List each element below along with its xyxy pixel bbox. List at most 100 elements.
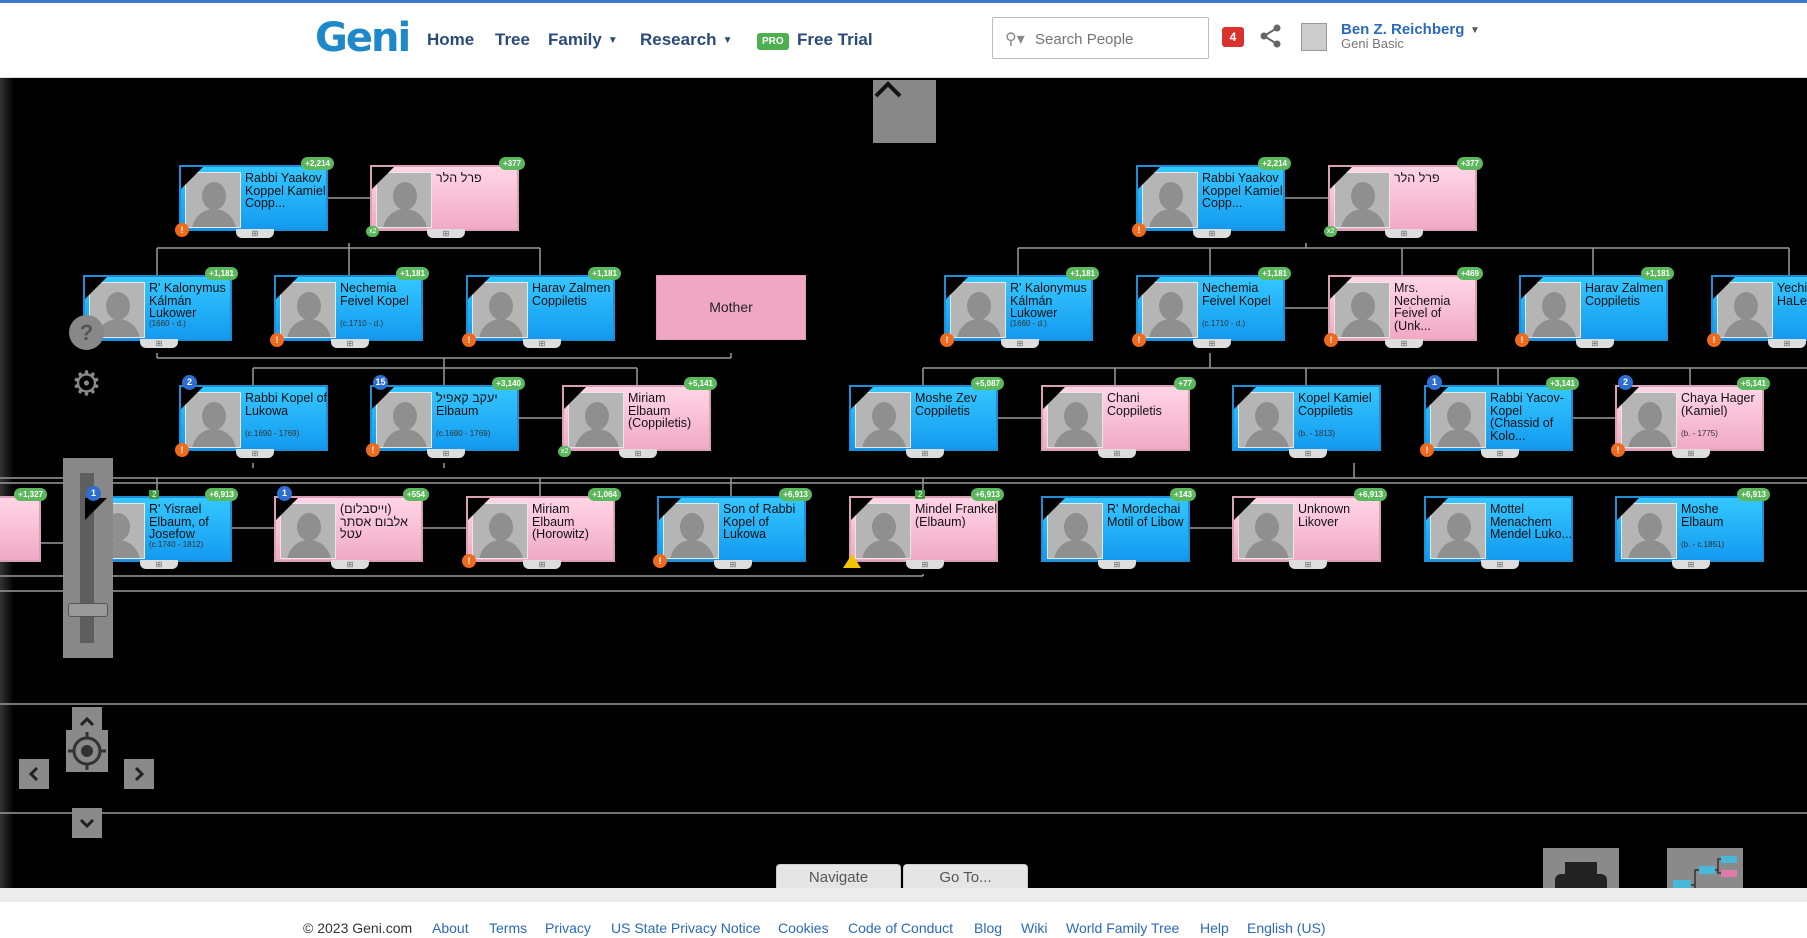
- person-card[interactable]: פרל הלר+377⊞x2: [1324, 157, 1483, 238]
- center-tree-button[interactable]: [66, 730, 108, 772]
- footer-link-help[interactable]: Help: [1200, 920, 1229, 936]
- zoom-slider-handle[interactable]: [68, 603, 108, 617]
- placeholder-mother-card[interactable]: Mother: [656, 275, 806, 340]
- tree-view-button[interactable]: [1667, 848, 1743, 888]
- person-card[interactable]: Rabbi Yaakov Koppel Kamiel Copp...+2,214…: [1132, 157, 1291, 238]
- tab-navigate[interactable]: Navigate: [776, 864, 901, 888]
- relatives-count-badge[interactable]: +3,141: [1546, 377, 1579, 390]
- warning-icon[interactable]: !: [1611, 443, 1625, 457]
- multiple-spouses-badge[interactable]: x2: [1324, 226, 1338, 237]
- footer-link-about[interactable]: About: [432, 920, 469, 936]
- relatives-count-badge[interactable]: +1,327: [14, 488, 47, 501]
- geni-logo[interactable]: Geni: [315, 15, 411, 61]
- person-card[interactable]: Nechemia Feivel Kopel(c.1710 - d.)+1,181…: [1132, 267, 1291, 348]
- person-card[interactable]: Moshe Elbaum(b. - c.1851)+6,913⊞: [1615, 488, 1770, 569]
- relatives-count-badge[interactable]: +5,141: [1737, 377, 1770, 390]
- warning-icon[interactable]: !: [940, 333, 954, 347]
- person-card[interactable]: Rabbi Yacov-Kopel (Chassid of Kolo...+3,…: [1420, 375, 1579, 458]
- match-count-badge[interactable]: 2: [182, 375, 197, 390]
- expand-handle[interactable]: ⊞: [1672, 449, 1710, 458]
- person-card[interactable]: Miriam Elbaum (Coppiletis)+5,141⊞x2: [558, 377, 717, 458]
- footer-link-world-family-tree[interactable]: World Family Tree: [1066, 920, 1180, 936]
- relatives-count-badge[interactable]: +3,140: [492, 377, 525, 390]
- expand-handle[interactable]: ⊞: [1289, 560, 1327, 569]
- person-card[interactable]: Mindel Frankel (Elbaum)+6,913⊞2: [843, 488, 1004, 569]
- match-count-badge[interactable]: 1: [86, 486, 101, 501]
- relatives-count-badge[interactable]: +377: [1456, 157, 1483, 170]
- expand-handle[interactable]: ⊞: [1768, 339, 1806, 348]
- expand-handle[interactable]: ⊞: [140, 560, 178, 569]
- relatives-count-badge[interactable]: +77: [1174, 377, 1196, 390]
- expand-handle[interactable]: ⊞: [1001, 339, 1039, 348]
- person-card[interactable]: 18)+1,327⊞: [0, 488, 47, 562]
- expand-handle[interactable]: ⊞: [1481, 560, 1519, 569]
- footer-link-cookies[interactable]: Cookies: [778, 920, 829, 936]
- warning-icon[interactable]: !: [1420, 443, 1434, 457]
- person-card[interactable]: Yechi Miche HaLev Wies...+1,181⊞!: [1707, 275, 1807, 348]
- person-card[interactable]: (וייסבלום) אלבום אסתר עטל+554⊞1: [274, 486, 429, 569]
- footer-link-terms[interactable]: Terms: [489, 920, 528, 936]
- match-count-badge[interactable]: 15: [373, 375, 388, 390]
- nav-tree[interactable]: Tree: [495, 30, 530, 50]
- expand-handle[interactable]: ⊞: [236, 449, 274, 458]
- person-card[interactable]: פרל הלר+377⊞x2: [366, 157, 525, 238]
- expand-handle[interactable]: ⊞: [1193, 339, 1231, 348]
- person-card[interactable]: Chaya Hager (Kamiel)(b. - 1775)+5,141⊞!2: [1611, 375, 1770, 458]
- person-card[interactable]: Harav Zalmen Coppiletis+1,181⊞!: [462, 267, 621, 348]
- relatives-count-badge[interactable]: +554: [402, 488, 429, 501]
- expand-handle[interactable]: ⊞: [714, 560, 752, 569]
- warning-icon[interactable]: !: [175, 223, 189, 237]
- footer-link-code-of-conduct[interactable]: Code of Conduct: [848, 920, 954, 936]
- multiple-spouses-badge[interactable]: x2: [366, 226, 380, 237]
- warning-icon[interactable]: !: [366, 443, 380, 457]
- warning-icon[interactable]: !: [1132, 333, 1146, 347]
- relatives-count-badge[interactable]: +5,087: [971, 377, 1004, 390]
- person-card[interactable]: Harav Zalmen Coppiletis+1,181⊞!: [1515, 267, 1674, 348]
- multiple-spouses-badge[interactable]: x2: [558, 446, 572, 457]
- expand-handle[interactable]: ⊞: [1576, 339, 1614, 348]
- relatives-count-badge[interactable]: +2,214: [301, 157, 334, 170]
- person-card[interactable]: Rabbi Kopel of Lukowa(c.1690 - 1769)⊞!2: [175, 375, 328, 458]
- expand-handle[interactable]: ⊞: [140, 339, 178, 348]
- print-button[interactable]: [1543, 848, 1619, 888]
- help-button[interactable]: ?: [69, 315, 104, 350]
- expand-handle[interactable]: ⊞: [1289, 449, 1327, 458]
- person-card[interactable]: Kopel Kamiel Coppiletis(b. - 1813)⊞: [1232, 385, 1381, 458]
- expand-handle[interactable]: ⊞: [331, 339, 369, 348]
- warning-icon[interactable]: !: [1324, 333, 1338, 347]
- search-box[interactable]: ⚲▾: [992, 17, 1209, 59]
- relatives-count-badge[interactable]: +1,181: [1066, 267, 1099, 280]
- tree-canvas[interactable]: Rabbi Yaakov Koppel Kamiel Copp...+2,214…: [0, 78, 1807, 888]
- relatives-count-badge[interactable]: +6,913: [1354, 488, 1387, 501]
- relatives-count-badge[interactable]: +6,913: [779, 488, 812, 501]
- person-card[interactable]: Mrs. Nechemia Feivel of (Unk...+469⊞!: [1324, 267, 1483, 348]
- relatives-count-badge[interactable]: +6,913: [205, 488, 238, 501]
- expand-handle[interactable]: ⊞: [1385, 339, 1423, 348]
- notification-badge[interactable]: 4: [1222, 27, 1244, 47]
- search-input[interactable]: [1035, 28, 1200, 50]
- person-card[interactable]: Mottel Menachem Mendel Luko...⊞: [1424, 496, 1573, 569]
- nav-research[interactable]: Research▼: [640, 30, 732, 50]
- person-card[interactable]: R' Kalonymus Kálmán Lukower(1660 - d.)+1…: [940, 267, 1099, 348]
- user-name[interactable]: Ben Z. Reichberg: [1341, 21, 1465, 38]
- expand-handle[interactable]: ⊞: [427, 229, 465, 238]
- tab-go-to[interactable]: Go To...: [903, 864, 1028, 888]
- scroll-up-button[interactable]: [873, 80, 936, 143]
- relatives-count-badge[interactable]: +2,214: [1258, 157, 1291, 170]
- person-card[interactable]: Chani Coppiletis+77⊞: [1041, 377, 1196, 458]
- relatives-count-badge[interactable]: +6,913: [1737, 488, 1770, 501]
- warning-icon[interactable]: !: [1132, 223, 1146, 237]
- warning-icon[interactable]: !: [462, 333, 476, 347]
- relatives-count-badge[interactable]: +1,181: [205, 267, 238, 280]
- footer-link-blog[interactable]: Blog: [974, 920, 1003, 936]
- warning-icon[interactable]: !: [462, 554, 476, 568]
- expand-handle[interactable]: ⊞: [619, 449, 657, 458]
- person-card[interactable]: Nechemia Feivel Kopel(c.1710 - d.)+1,181…: [270, 267, 429, 348]
- avatar[interactable]: [1301, 23, 1327, 51]
- footer-link-privacy[interactable]: Privacy: [545, 920, 591, 936]
- person-card[interactable]: Unknown Likover+6,913⊞: [1232, 488, 1387, 569]
- pan-down-button[interactable]: [72, 808, 102, 838]
- match-count-badge[interactable]: 1: [1427, 375, 1442, 390]
- expand-handle[interactable]: ⊞: [1098, 560, 1136, 569]
- relatives-count-badge[interactable]: +1,181: [588, 267, 621, 280]
